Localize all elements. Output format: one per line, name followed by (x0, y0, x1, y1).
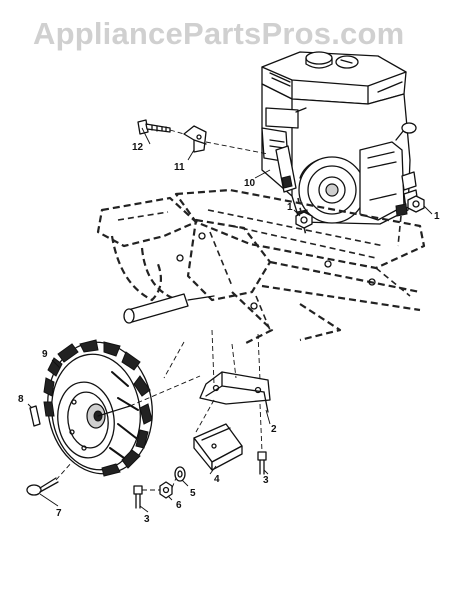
part-11-bracket (183, 125, 207, 153)
watermark-text: AppliancePartsPros.com (33, 16, 404, 51)
callout-8: 8 (18, 394, 24, 405)
callout-7: 7 (56, 508, 62, 519)
part-3-bolt-right (257, 451, 267, 475)
callout-3-left: 3 (144, 514, 150, 525)
part-6-nut (159, 481, 173, 499)
callout-12: 12 (132, 142, 144, 153)
callout-5: 5 (190, 488, 196, 499)
callout-4: 4 (214, 474, 220, 485)
callout-2: 2 (271, 424, 277, 435)
callout-3-right: 3 (263, 475, 269, 486)
callout-6: 6 (176, 500, 182, 511)
part-8-pin (29, 405, 41, 427)
callout-10: 10 (244, 178, 256, 189)
part-4-weight-block (193, 423, 243, 471)
callout-9: 9 (42, 349, 48, 360)
part-3-bolt-left (133, 485, 143, 509)
part-2-mount-plate (199, 371, 271, 413)
callout-1: 1 (434, 211, 440, 222)
callout-1-left: 1 (287, 202, 293, 213)
part-5-washer (174, 466, 186, 482)
callout-11: 11 (174, 162, 185, 173)
part-1-nut-right (407, 195, 425, 213)
part-12-bolt (137, 119, 171, 135)
frame-dashed-assembly (96, 188, 426, 345)
engine-assembly (261, 51, 419, 225)
part-7-clip (26, 477, 59, 496)
part-9-wheel-tire (43, 339, 153, 477)
